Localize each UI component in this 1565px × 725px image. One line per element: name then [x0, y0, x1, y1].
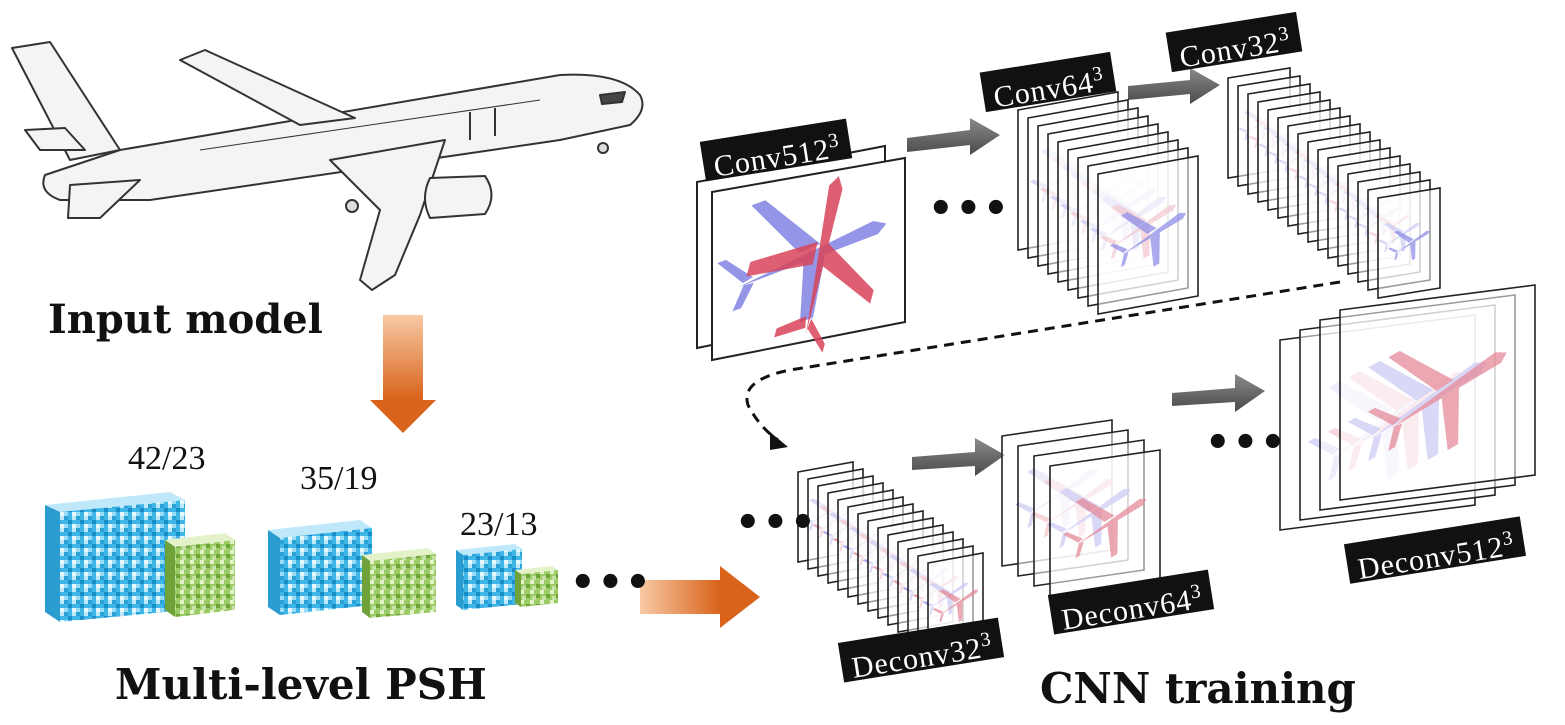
gray-arrow-4	[1172, 374, 1265, 412]
deconv64-label-exp: 3	[1188, 580, 1204, 604]
deconv32-label-exp: 3	[978, 628, 994, 652]
conv512-label-exp: 3	[826, 129, 841, 153]
feature-map-frame	[1097, 155, 1199, 315]
psh-level-2-cubes	[268, 520, 436, 618]
feature-map-frame	[1377, 187, 1441, 299]
deconv512-feature-maps	[1279, 284, 1536, 531]
psh-ellipsis: •••	[570, 560, 653, 606]
multi-level-psh-caption: Multi-level PSH	[115, 660, 487, 709]
deconv-ellipsis-left: •••	[735, 500, 818, 546]
conv32-feature-maps	[1227, 67, 1441, 299]
gray-arrow-3	[912, 438, 1005, 476]
input-model-caption: Input model	[48, 296, 323, 343]
deconv512-label-exp: 3	[1500, 526, 1516, 551]
conv512-feature-maps	[696, 144, 909, 362]
feature-map-frame	[1049, 449, 1161, 597]
deconv-ellipsis-right: •••	[1205, 420, 1288, 466]
psh-cubes	[45, 492, 558, 622]
psh-level-3-cubes	[456, 544, 558, 610]
feature-map-frame	[1339, 284, 1536, 501]
conv64-feature-maps	[1017, 91, 1202, 315]
psh-level-2-ratio: 35/19	[300, 460, 378, 497]
airplane-model-image	[11, 41, 644, 291]
conv32-label-exp: 3	[1276, 22, 1292, 46]
dashed-connector-arrow	[745, 280, 1341, 442]
right-arrow-icon	[640, 566, 760, 628]
gray-arrow-1	[907, 118, 1000, 155]
down-arrow-icon	[370, 315, 436, 433]
psh-level-3-ratio: 23/13	[460, 506, 538, 543]
psh-level-1-ratio: 42/23	[128, 440, 206, 477]
deconv32-feature-maps	[795, 461, 988, 654]
conv64-label-exp: 3	[1090, 62, 1106, 86]
psh-level-1-cubes	[45, 492, 235, 622]
gray-arrow-2	[1128, 68, 1220, 104]
deconv64-feature-maps	[1001, 419, 1164, 597]
dashed-arrowhead-icon	[770, 432, 788, 450]
conv-ellipsis: •••	[928, 186, 1011, 232]
cnn-training-caption: CNN training	[1040, 664, 1356, 713]
